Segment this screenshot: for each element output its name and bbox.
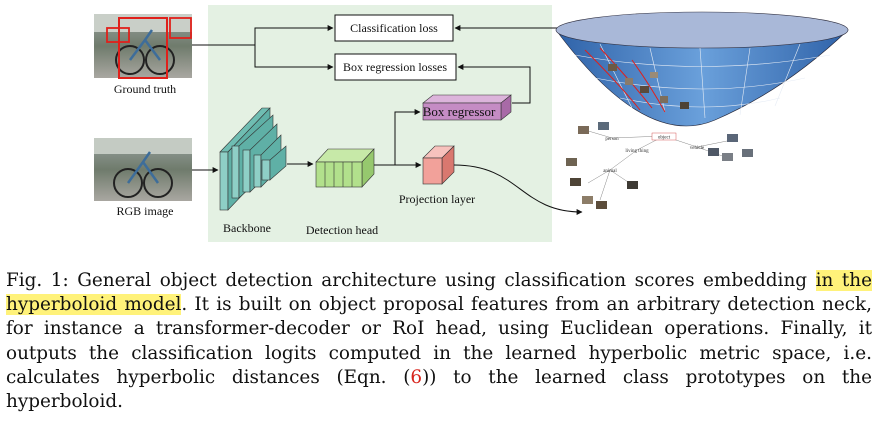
classification-loss-box	[334, 14, 454, 42]
tree-node-vehicle: vehicle	[690, 146, 705, 151]
box-regressor-block	[422, 94, 512, 121]
equation-reference-link[interactable]: 6	[410, 366, 423, 388]
detection-head-block	[315, 148, 375, 188]
ground-truth-label: Ground truth	[114, 82, 176, 96]
hyperbolic-tree: object living thing person animal vehicl…	[566, 122, 753, 209]
gt-connector	[192, 25, 334, 46]
projection-to-tree-arrow	[453, 164, 583, 215]
projection-layer-label: Projection layer	[399, 192, 475, 206]
figure-caption: Fig. 1: General object detection archite…	[6, 269, 872, 414]
caption-body-1: . It is built on object proposal feature…	[6, 294, 873, 388]
box-regression-losses-label: Box regression losses	[343, 60, 447, 74]
projection-layer-block	[422, 145, 455, 185]
hyperboloid-bowl	[555, 11, 849, 127]
architecture-figure: Ground truth RGB image Classification lo…	[94, 5, 849, 242]
box-regressor-label: Box regressor	[423, 104, 496, 119]
rgb-image	[94, 138, 192, 201]
tree-node-object: object	[658, 136, 671, 141]
caption-prefix: Fig. 1: General object detection archite…	[6, 270, 816, 291]
backbone-block	[219, 107, 287, 211]
classification-loss-label: Classification loss	[350, 21, 438, 35]
detection-head-label: Detection head	[306, 223, 378, 237]
ground-truth-image	[94, 14, 192, 79]
tree-node-person: person	[605, 137, 619, 142]
backbone-label: Backbone	[223, 221, 271, 235]
box-regression-losses-box	[334, 53, 457, 81]
tree-node-living-thing: living thing	[625, 149, 649, 154]
tree-node-animal: animal	[603, 169, 617, 174]
rgb-image-label: RGB image	[117, 204, 174, 218]
head-to-regressor-arrow	[374, 109, 421, 166]
gt-connector-2	[254, 45, 334, 70]
caption-body-2: )) to the learned class prototypes on th…	[6, 366, 872, 413]
regressor-to-loss-arrow	[457, 64, 531, 104]
